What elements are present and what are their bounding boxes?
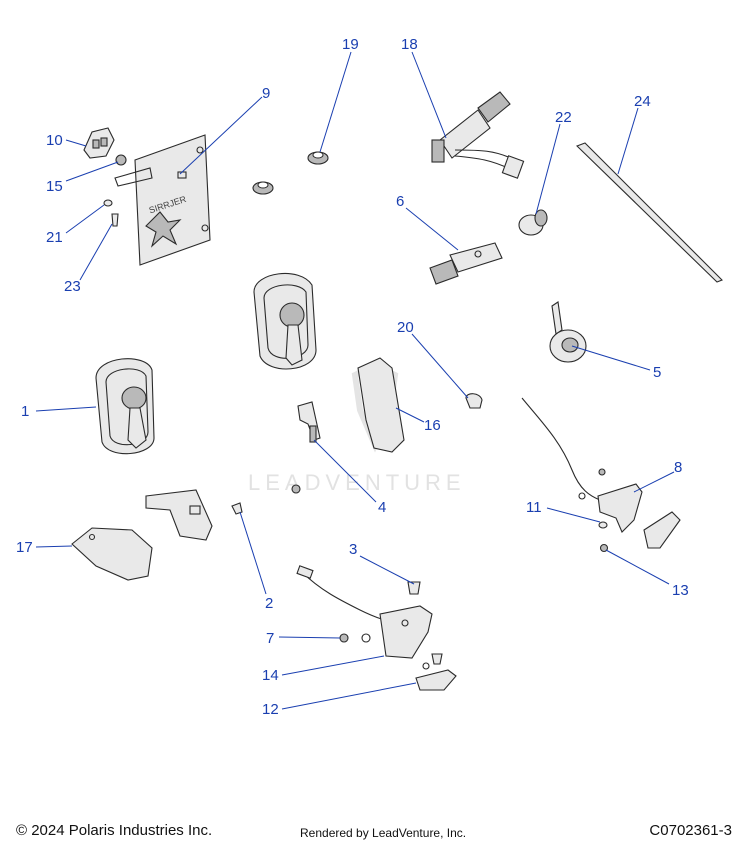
callout-24: 24 (634, 93, 651, 110)
callout-1: 1 (21, 403, 29, 420)
part-strip[interactable] (575, 142, 723, 283)
callout-9: 9 (262, 85, 270, 102)
part-light-bracket[interactable] (521, 397, 643, 533)
part-screw-2[interactable] (231, 502, 243, 515)
part-nut-7[interactable] (339, 633, 371, 643)
part-license-light[interactable] (83, 127, 115, 159)
part-switch-harness[interactable] (431, 91, 525, 179)
callout-8: 8 (674, 459, 682, 476)
leader-lines (35, 51, 675, 710)
part-washer-11[interactable] (598, 521, 608, 529)
callout-22: 22 (555, 109, 572, 126)
part-clip[interactable] (465, 393, 483, 409)
copyright-text: © 2024 Polaris Industries Inc. (16, 822, 213, 839)
callout-15: 15 (46, 178, 63, 195)
part-flat-bracket[interactable] (145, 489, 213, 541)
callout-21: 21 (46, 229, 63, 246)
part-lower-bracket[interactable] (296, 565, 433, 659)
part-license-plate-bracket[interactable]: SIRRJER (114, 134, 211, 266)
part-lens-lower[interactable] (415, 669, 457, 691)
part-lens-right[interactable] (643, 511, 681, 549)
diagram-code: C0702361-3 (649, 822, 732, 839)
callout-16: 16 (424, 417, 441, 434)
callout-labels: 1 2 3 4 5 6 7 8 9 10 11 12 13 14 15 16 1… (16, 36, 689, 718)
part-nut-15[interactable] (115, 154, 127, 166)
callout-5: 5 (653, 364, 661, 381)
part-mirror[interactable] (95, 358, 155, 455)
part-grommet-19[interactable] (252, 151, 329, 195)
part-key[interactable] (429, 242, 503, 285)
part-mirror-upper[interactable] (253, 272, 317, 370)
part-mount-bracket[interactable] (297, 401, 321, 443)
callout-3: 3 (349, 541, 357, 558)
part-nut-13[interactable] (599, 543, 609, 553)
part-knob[interactable] (518, 209, 548, 236)
part-horn[interactable] (549, 301, 587, 363)
callout-17: 17 (16, 539, 33, 556)
part-screw-3[interactable] (407, 581, 421, 595)
part-nut-4[interactable] (291, 484, 301, 494)
part-screw-lower[interactable] (422, 653, 443, 670)
callout-13: 13 (672, 582, 689, 599)
callout-14: 14 (262, 667, 279, 684)
part-bracket-17[interactable] (71, 527, 153, 581)
part-washer-21[interactable] (103, 199, 113, 207)
rendered-by-text: Rendered by LeadVenture, Inc. (300, 826, 467, 840)
callout-19: 19 (342, 36, 359, 53)
callout-20: 20 (397, 319, 414, 336)
callout-4: 4 (378, 499, 386, 516)
part-screw-23[interactable] (111, 213, 119, 227)
callout-12: 12 (262, 701, 279, 718)
part-cover[interactable] (357, 357, 405, 453)
callout-6: 6 (396, 193, 404, 210)
callout-2: 2 (265, 595, 273, 612)
callout-23: 23 (64, 278, 81, 295)
callout-11: 11 (526, 499, 542, 516)
callout-18: 18 (401, 36, 418, 53)
watermark-text: LEADVENTURE (248, 470, 466, 495)
callout-10: 10 (46, 132, 63, 149)
callout-7: 7 (266, 630, 274, 647)
